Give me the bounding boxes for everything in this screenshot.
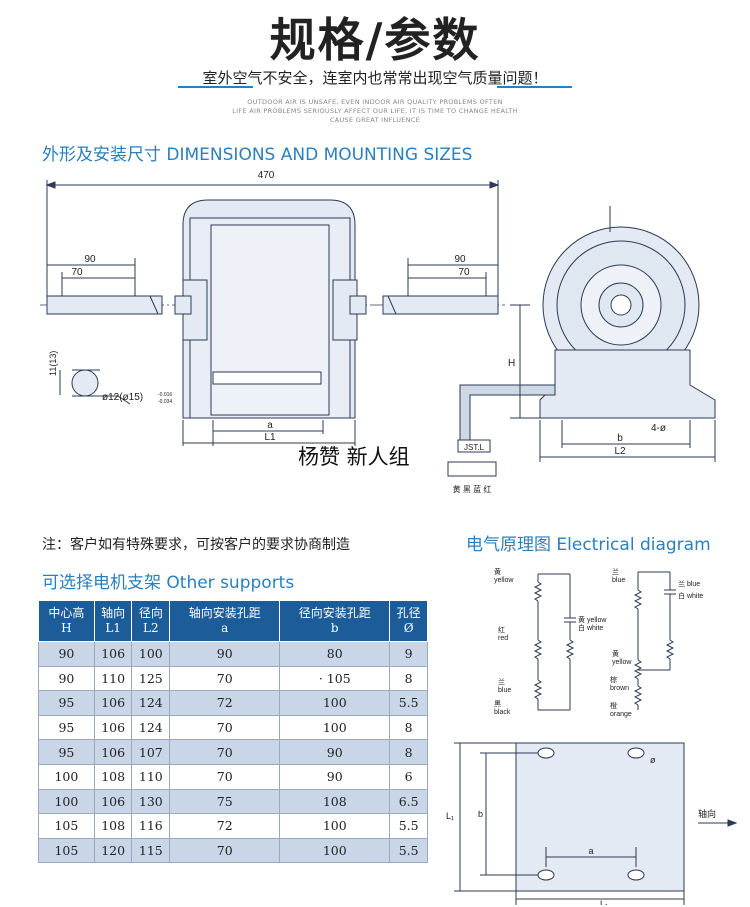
elec-right-yellow-en: yellow	[612, 659, 632, 666]
mounting-plate-drawing: L₁ b a ø L₁ 轴向	[446, 742, 738, 905]
elec-left-yellow-en: yellow	[494, 577, 514, 584]
electrical-diagram: 黄 yellow 红 red 黄 yellow 白 white 兰 blue 黑…	[494, 567, 703, 718]
dim-left-70: 70	[71, 267, 83, 278]
custom-request-note: 注：客户如有特殊要求，可按客户的要求协商制造	[42, 537, 350, 553]
english-note: OUTDOOR AIR IS UNSAFE, EVEN INDOOR AIR Q…	[232, 98, 518, 124]
dim-hole: 4-ø	[651, 423, 666, 434]
dim-a: a	[267, 420, 273, 431]
wire-colors: 黄 黑 蓝 红	[453, 484, 492, 494]
dimension-drawing: 470 90 70 90 70 a L1 ø12(ø15) -0.016 -0.…	[40, 170, 716, 494]
dim-tol-upper: -0.016	[158, 392, 172, 398]
elec-right-blue-cn: 兰	[612, 567, 619, 576]
watermark-text: 杨赞 新人组	[298, 445, 410, 469]
dim-b: b	[617, 433, 623, 444]
dim-left-90: 90	[84, 254, 96, 265]
elec-left-red-en: red	[498, 635, 508, 642]
page-title: 规格/参数	[269, 13, 481, 67]
elec-left-black-cn: 黑	[494, 700, 501, 708]
dim-right-70: 70	[458, 267, 470, 278]
dim-L1: L1	[264, 432, 276, 443]
mount-axial: 轴向	[698, 808, 716, 819]
elec-left-red-cn: 红	[498, 625, 505, 634]
dimensions-section-title: 外形及安装尺寸 DIMENSIONS AND MOUNTING SIZES	[42, 145, 473, 165]
elec-left-blue-en: blue	[498, 687, 511, 694]
elec-right-orange-cn: 橙	[610, 701, 617, 710]
elec-right-blue-en: blue	[612, 577, 625, 584]
title-rule-right	[497, 86, 572, 88]
mount-a: a	[588, 846, 593, 856]
supports-section-title: 可选择电机支架 Other supports	[42, 573, 295, 593]
dim-right-90: 90	[454, 254, 466, 265]
elec-right-orange-en: orange	[610, 711, 632, 718]
elec-right-cap-top: 兰 blue	[678, 579, 700, 588]
elec-left-cap-en: 白 white	[578, 623, 603, 632]
dim-H: H	[508, 358, 515, 369]
connector-label: JST.L	[464, 443, 485, 452]
dim-shaft-diameter: ø12(ø15)	[102, 392, 143, 403]
mount-L1-side: L₁	[446, 811, 454, 821]
dim-L2: L2	[614, 446, 626, 457]
page-subtitle: 室外空气不安全，连室内也常常出现空气质量问题！	[202, 69, 548, 87]
dim-tol-lower: -0.034	[158, 399, 172, 405]
title-rule-left	[178, 86, 253, 88]
elec-right-cap-bottom: 白 white	[678, 591, 703, 600]
elec-right-brown-en: brown	[610, 685, 629, 692]
mount-phi: ø	[650, 755, 656, 765]
elec-left-black-en: black	[494, 709, 511, 716]
elec-left-yellow-cn: 黄	[494, 567, 501, 576]
electrical-section-title: 电气原理图 Electrical diagram	[466, 535, 711, 555]
elec-right-yellow-cn: 黄	[612, 649, 619, 658]
mount-L1-bottom: L₁	[600, 899, 608, 905]
dim-shaft-flat: 11(13)	[48, 351, 58, 376]
elec-left-blue-cn: 兰	[498, 677, 505, 686]
elec-left-cap-cn: 黄 yellow	[578, 615, 607, 624]
dim-470: 470	[258, 170, 275, 181]
elec-right-brown-cn: 棕	[610, 675, 617, 684]
mount-b: b	[478, 809, 483, 819]
